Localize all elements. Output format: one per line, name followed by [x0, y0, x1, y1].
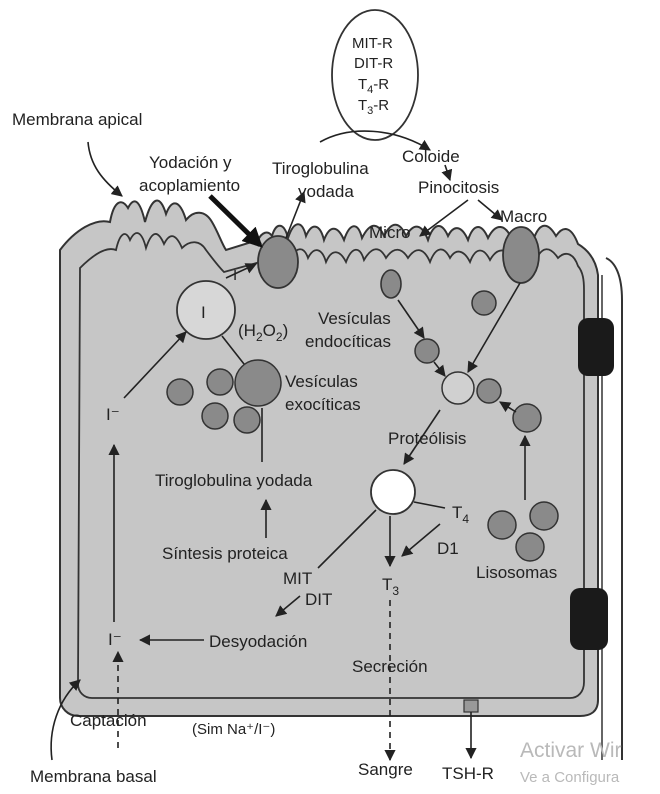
label-membrana-apical: Membrana apical	[12, 110, 142, 129]
label-iodide-upper: I⁻	[106, 405, 120, 424]
micro-vesicle	[381, 270, 401, 298]
label-tiroglobulina-yodada: Tiroglobulina yodada	[155, 471, 313, 490]
label-sangre: Sangre	[358, 760, 413, 779]
label-iodide-lower: I⁻	[108, 630, 122, 649]
label-vesiculas-endo-2: endocíticas	[305, 332, 391, 351]
label-iodine-arrow: I	[233, 267, 237, 284]
arrow-pinocitosis-to-macro	[478, 200, 502, 220]
vesicle-large	[235, 360, 281, 406]
label-tiroglobulina-1: Tiroglobulina	[272, 159, 369, 178]
label-lisosomas: Lisosomas	[476, 563, 557, 582]
label-dit: DIT	[305, 590, 332, 609]
vesicle	[477, 379, 501, 403]
iodination-i-label: I	[201, 303, 206, 322]
arrow-membrana-apical	[88, 142, 122, 196]
tight-junction-lower	[570, 588, 608, 650]
vesicle	[202, 403, 228, 429]
vesicle	[167, 379, 193, 405]
macro-droplet	[503, 227, 539, 283]
label-membrana-basal: Membrana basal	[30, 767, 157, 786]
label-proteolisis: Proteólisis	[388, 429, 466, 448]
label-secrecion: Secreción	[352, 657, 428, 676]
label-micro: Micro	[369, 223, 411, 242]
lysosome	[488, 511, 516, 539]
vesicle	[234, 407, 260, 433]
ellipse-dit-r: DIT-R	[354, 55, 393, 72]
ellipse-mit-r: MIT-R	[352, 35, 393, 52]
watermark-activar: Activar Wir	[520, 739, 622, 762]
phagolysosome	[442, 372, 474, 404]
lysosome	[530, 502, 558, 530]
tight-junction-upper	[578, 318, 614, 376]
label-macro: Macro	[500, 207, 547, 226]
label-tiroglobulina-2: yodada	[298, 182, 354, 201]
colloid-ellipse	[332, 10, 418, 140]
hormone-release-circle	[371, 470, 415, 514]
label-coloide: Coloide	[402, 147, 460, 166]
label-d1: D1	[437, 539, 459, 558]
label-tshr: TSH-R	[442, 764, 494, 783]
label-vesiculas-endo-1: Vesículas	[318, 309, 391, 328]
lysosome	[516, 533, 544, 561]
tsh-receptor-box	[464, 700, 478, 712]
vesicle	[472, 291, 496, 315]
vesicle	[513, 404, 541, 432]
label-sim: (Sim Na⁺/I⁻)	[192, 721, 275, 738]
vesicle	[415, 339, 439, 363]
iodination-site-circle	[177, 281, 235, 339]
label-yodacion-1: Yodación y	[149, 153, 232, 172]
label-yodacion-2: acoplamiento	[139, 176, 240, 195]
label-sintesis: Síntesis proteica	[162, 544, 288, 563]
label-captacion: Captación	[70, 711, 147, 730]
watermark-configura: Ve a Configura	[520, 769, 620, 786]
label-vesiculas-exo-1: Vesículas	[285, 372, 358, 391]
vesicle	[207, 369, 233, 395]
apical-thyroglobulin-droplet	[258, 236, 298, 288]
label-mit: MIT	[283, 569, 312, 588]
label-pinocitosis: Pinocitosis	[418, 178, 499, 197]
label-desyodacion: Desyodación	[209, 632, 307, 651]
label-vesiculas-exo-2: exocíticas	[285, 395, 361, 414]
